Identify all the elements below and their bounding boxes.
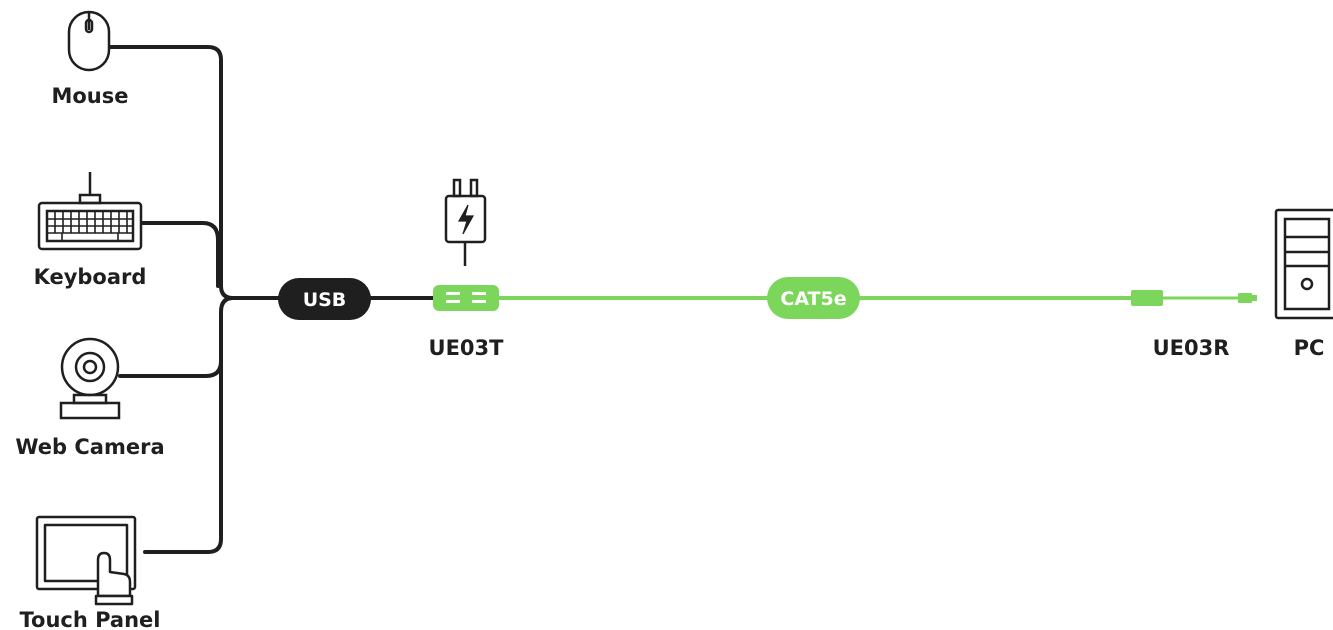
cat5e-pill: CAT5e — [767, 277, 860, 319]
web-camera-label: Web Camera — [15, 435, 164, 459]
touch-panel-icon — [35, 515, 137, 606]
touch-panel-label: Touch Panel — [19, 608, 160, 630]
web-camera-icon — [59, 337, 121, 420]
mouse-wire — [108, 45, 235, 300]
keyboard-label: Keyboard — [34, 265, 147, 289]
ue03r-receiver — [1131, 290, 1257, 306]
ue03t-label: UE03T — [429, 336, 505, 360]
pc-label: PC — [1294, 336, 1325, 360]
power-plug-icon — [444, 178, 487, 266]
keyboard-wire — [141, 221, 220, 288]
mouse-icon — [67, 10, 111, 72]
ue03t-transmitter — [433, 285, 499, 311]
cat5e-label: CAT5e — [780, 288, 846, 310]
mouse-label: Mouse — [51, 84, 128, 108]
camera-wire — [118, 296, 235, 378]
usb-pill: USB — [278, 278, 371, 320]
usb-label: USB — [303, 289, 347, 311]
touch-panel-wire — [143, 310, 223, 554]
ue03r-label: UE03R — [1153, 336, 1230, 360]
usb-wiring — [108, 45, 442, 554]
pc-tower-icon — [1274, 208, 1333, 320]
keyboard-icon — [37, 172, 143, 251]
